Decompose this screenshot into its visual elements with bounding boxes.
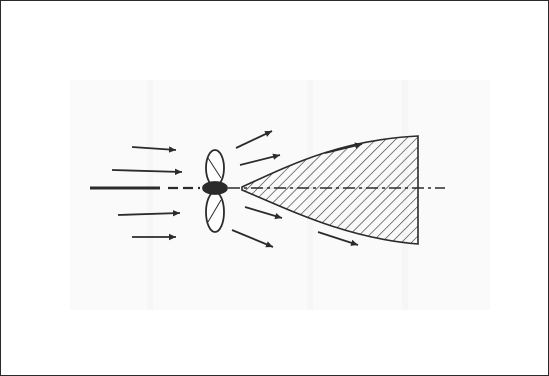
propeller-hub (203, 182, 227, 194)
propeller-blade-lower (206, 192, 224, 232)
propeller (203, 150, 227, 232)
